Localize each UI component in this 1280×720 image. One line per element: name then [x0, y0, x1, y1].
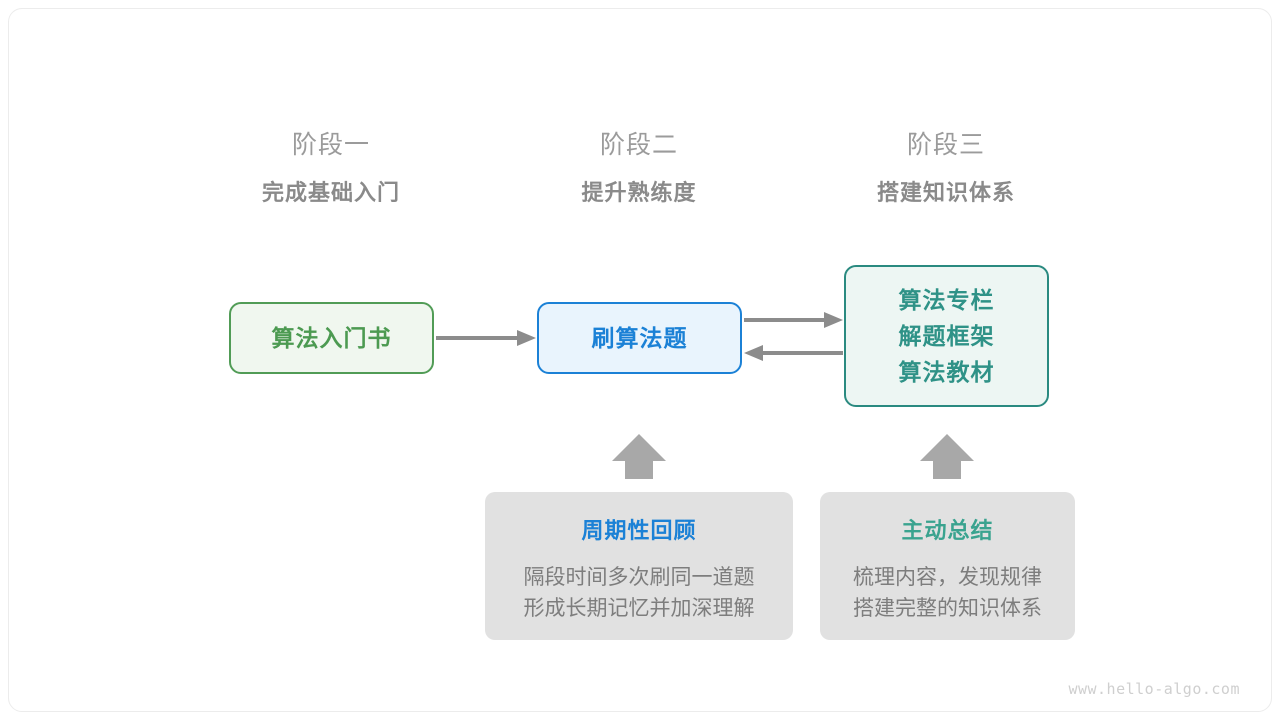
note-body-line-2: 形成长期记忆并加深理解 — [523, 597, 755, 620]
note-body-line-2: 搭建完整的知识体系 — [853, 597, 1042, 620]
stage-header-3: 阶段三 搭建知识体系 — [816, 128, 1076, 209]
node-practice-problems-label: 刷算法题 — [591, 325, 688, 351]
node-resources[interactable]: 算法专栏 解题框架 算法教材 — [844, 265, 1049, 407]
node-intro-book[interactable]: 算法入门书 — [229, 302, 434, 374]
note-card-periodic-review-title: 周期性回顾 — [581, 518, 697, 543]
stage-3-subtitle: 搭建知识体系 — [876, 180, 1015, 205]
stage-2-title: 阶段二 — [599, 131, 678, 159]
note-card-periodic-review[interactable]: 周期性回顾 隔段时间多次刷同一道题 形成长期记忆并加深理解 — [485, 492, 793, 640]
stage-header-2: 阶段二 提升熟练度 — [509, 128, 769, 209]
stage-header-1: 阶段一 完成基础入门 — [201, 128, 461, 209]
node-resources-line-3: 算法教材 — [898, 359, 995, 385]
node-resources-line-2: 解题框架 — [898, 323, 995, 349]
node-intro-book-label: 算法入门书 — [271, 325, 392, 351]
note-card-active-summary-body: 梳理内容，发现规律 搭建完整的知识体系 — [853, 562, 1042, 624]
note-card-active-summary[interactable]: 主动总结 梳理内容，发现规律 搭建完整的知识体系 — [820, 492, 1075, 640]
node-resources-line-1: 算法专栏 — [898, 287, 995, 313]
note-body-line-1: 隔段时间多次刷同一道题 — [523, 566, 755, 589]
stage-3-title: 阶段三 — [906, 131, 985, 159]
note-card-active-summary-title: 主动总结 — [901, 518, 994, 543]
node-practice-problems[interactable]: 刷算法题 — [537, 302, 742, 374]
note-card-periodic-review-body: 隔段时间多次刷同一道题 形成长期记忆并加深理解 — [524, 562, 755, 624]
stage-2-subtitle: 提升熟练度 — [581, 180, 697, 205]
note-body-line-1: 梳理内容，发现规律 — [853, 566, 1042, 589]
stage-1-title: 阶段一 — [291, 131, 370, 159]
watermark: www.hello-algo.com — [1068, 680, 1240, 698]
stage-1-subtitle: 完成基础入门 — [261, 180, 400, 205]
